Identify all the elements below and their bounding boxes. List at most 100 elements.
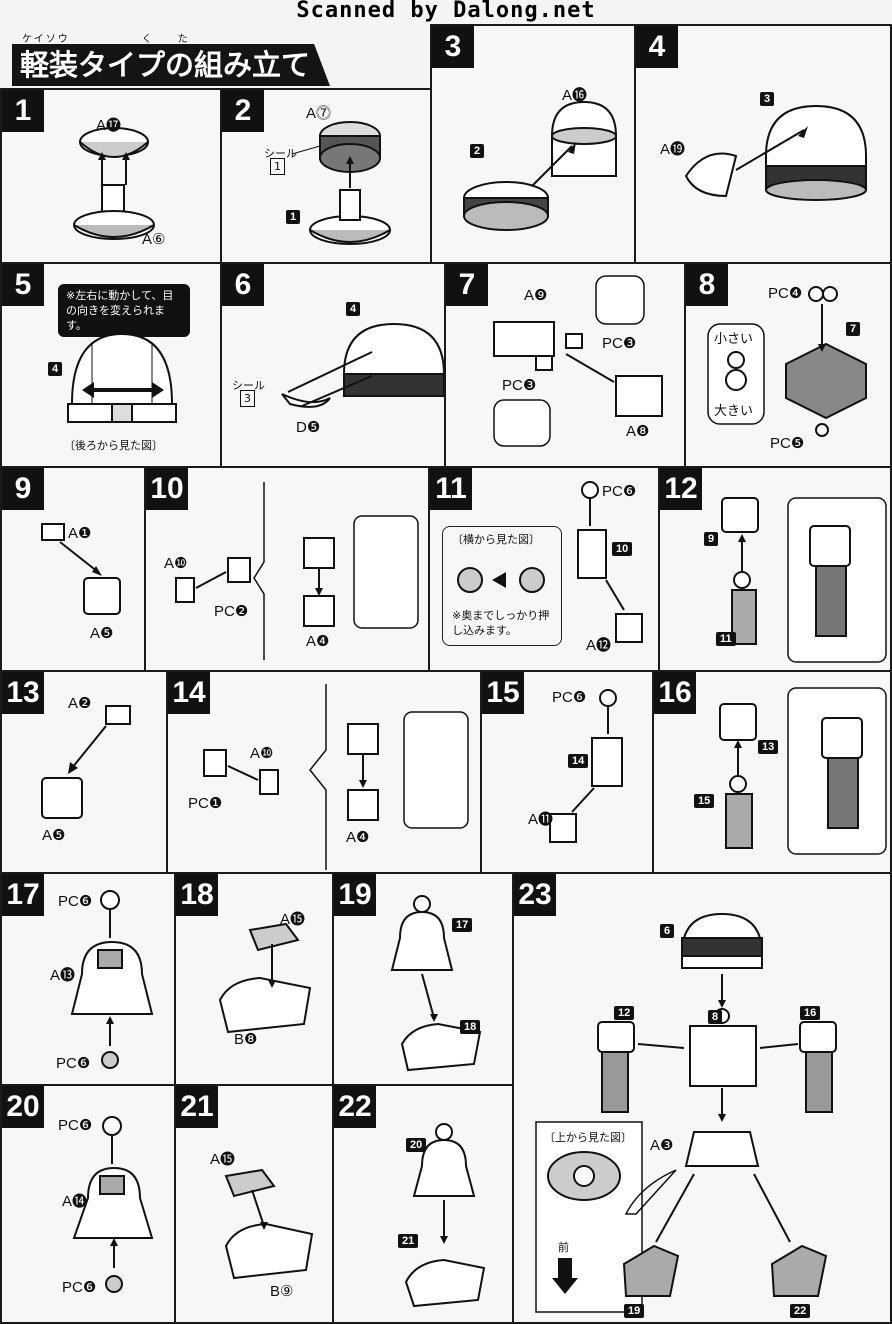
step-ref-tag: 16 (800, 1006, 821, 1020)
step-18-panel: 18 A⓯ B❽ (174, 872, 334, 1086)
part-label: PC❶ (188, 795, 223, 812)
step-1-illustration (73, 127, 155, 240)
step-19-illustration (390, 895, 482, 1072)
step-6-panel: 6 4 シール 3 D❺ (220, 262, 446, 468)
page-title: 軽装タイプの組み立て (12, 44, 330, 86)
step-ref-tag: 13 (758, 740, 779, 754)
note-text: ※奥までしっかり押し込みます。 (452, 609, 550, 637)
part-label: PC❷ (214, 603, 249, 620)
step-number: 22 (334, 1086, 376, 1128)
step-8-panel: 8 PC❹ 7 PC❺ 小さい 大きい (684, 262, 892, 468)
step-number: 18 (176, 874, 218, 916)
part-label: A⓯ (210, 1151, 236, 1168)
step-ref-tag: 10 (612, 542, 633, 556)
step-16-panel: 16 13 15 (652, 670, 892, 874)
step-3-panel: 3 A⓰ 2 (430, 24, 636, 264)
step-ref-tag: 8 (708, 1010, 723, 1024)
part-label: A⓫ (528, 811, 554, 828)
step-number: 4 (636, 26, 678, 68)
step-number: 11 (430, 468, 472, 510)
step-ref-tag: 21 (398, 1234, 419, 1248)
step-7-illustration (493, 275, 663, 447)
step-ref-tag: 18 (460, 1020, 481, 1034)
side-view-box (442, 526, 562, 646)
step-21-panel: 21 A⓯ B⑨ (174, 1084, 334, 1324)
sticker-label: シール (264, 147, 297, 160)
step-number: 16 (654, 672, 696, 714)
step-2-panel: 2 A⓻ シール 1 1 (220, 88, 432, 264)
step-number: 19 (334, 874, 376, 916)
part-label: B❽ (234, 1031, 258, 1048)
part-label: A❿ (250, 745, 274, 762)
step-5-panel: 5 ※左右に動かして、目の向きを変えられます。 4 〔後ろから見た図〕 (0, 262, 222, 468)
step-number: 7 (446, 264, 488, 306)
step-ref-tag: 14 (568, 754, 589, 768)
step-13-panel: 13 A❷ A❺ (0, 670, 168, 874)
step-number: 17 (2, 874, 44, 916)
part-label: A⓭ (50, 967, 76, 984)
step-ref-tag: 22 (790, 1304, 811, 1318)
step-10-illustration (175, 482, 419, 660)
part-label: A⓬ (586, 637, 612, 654)
part-label: A❺ (42, 827, 66, 844)
step-13-illustration (41, 705, 131, 819)
step-ref-tag: 15 (694, 794, 715, 808)
step-number: 1 (2, 90, 44, 132)
step-number: 3 (432, 26, 474, 68)
part-label: PC❻ (58, 893, 93, 910)
step-ref-tag: 2 (470, 144, 485, 158)
part-label: PC❻ (58, 1117, 93, 1134)
step-2-illustration (291, 121, 391, 245)
step-4-panel: 4 3 A⓳ (634, 24, 892, 264)
step-number: 6 (222, 264, 264, 306)
part-label: PC❻ (62, 1279, 97, 1296)
part-label: A❾ (524, 287, 548, 304)
step-14-panel: 14 A❿ PC❶ A❹ (166, 670, 482, 874)
step-number: 20 (2, 1086, 44, 1128)
step-ref-tag: 17 (452, 918, 473, 932)
step-ref-tag: 19 (624, 1304, 645, 1318)
part-label: A❷ (68, 695, 92, 712)
part-label: A❸ (650, 1137, 674, 1154)
step-17-illustration (70, 890, 154, 1069)
step-10-panel: 10 A❿ PC❷ A❹ (144, 466, 430, 672)
step-ref-tag: 9 (704, 532, 719, 546)
part-label: A⓳ (660, 141, 686, 158)
step-1-panel: 1 A⓱ A⑥ (0, 88, 222, 264)
step-8-illustration (707, 286, 867, 437)
step-ref-tag: 3 (760, 92, 775, 106)
part-label: A❿ (164, 555, 188, 572)
step-23-panel: 23 6 12 8 16 A❸ 19 22 〔上から見た図〕 前 (512, 872, 892, 1324)
step-18-illustration (218, 922, 312, 1034)
part-label: A❶ (68, 525, 92, 542)
step-number: 12 (660, 468, 702, 510)
step-20-panel: 20 PC❻ A⓮ PC❻ (0, 1084, 176, 1324)
part-label: A❺ (90, 625, 114, 642)
step-9-illustration (41, 523, 121, 615)
step-ref-tag: 11 (716, 632, 736, 646)
step-21-illustration (224, 1168, 314, 1280)
part-label: PC❻ (56, 1055, 91, 1072)
part-label: A⑥ (142, 231, 166, 248)
part-label: A⓮ (62, 1193, 88, 1210)
caption: 〔横から見た図〕 (452, 533, 540, 546)
part-label: A⓻ (306, 105, 332, 122)
step-14-illustration (203, 684, 469, 870)
part-label: A⓯ (280, 911, 306, 928)
step-7-panel: 7 A❾ PC❸ PC❸ A❽ (444, 262, 686, 468)
size-small-label: 小さい (714, 332, 754, 347)
sticker-number: 3 (240, 390, 255, 407)
step-11-panel: 11 〔横から見た図〕 ※奥までしっかり押し込みます。 PC❻ 10 A⓬ (428, 466, 660, 672)
part-label: A❹ (306, 633, 330, 650)
step-ref-tag: 12 (614, 1006, 635, 1020)
caption: 〔後ろから見た図〕 (64, 439, 163, 452)
step-ref-tag: 4 (48, 362, 63, 376)
step-ref-tag: 1 (286, 210, 301, 224)
step-20-illustration (72, 1116, 154, 1293)
sticker-number: 1 (270, 158, 285, 175)
sticker-label: シール (232, 379, 265, 392)
watermark: Scanned by Dalong.net (296, 0, 596, 23)
part-label: B⑨ (270, 1283, 294, 1300)
part-label: A❽ (626, 423, 650, 440)
step-5-illustration (67, 332, 177, 423)
